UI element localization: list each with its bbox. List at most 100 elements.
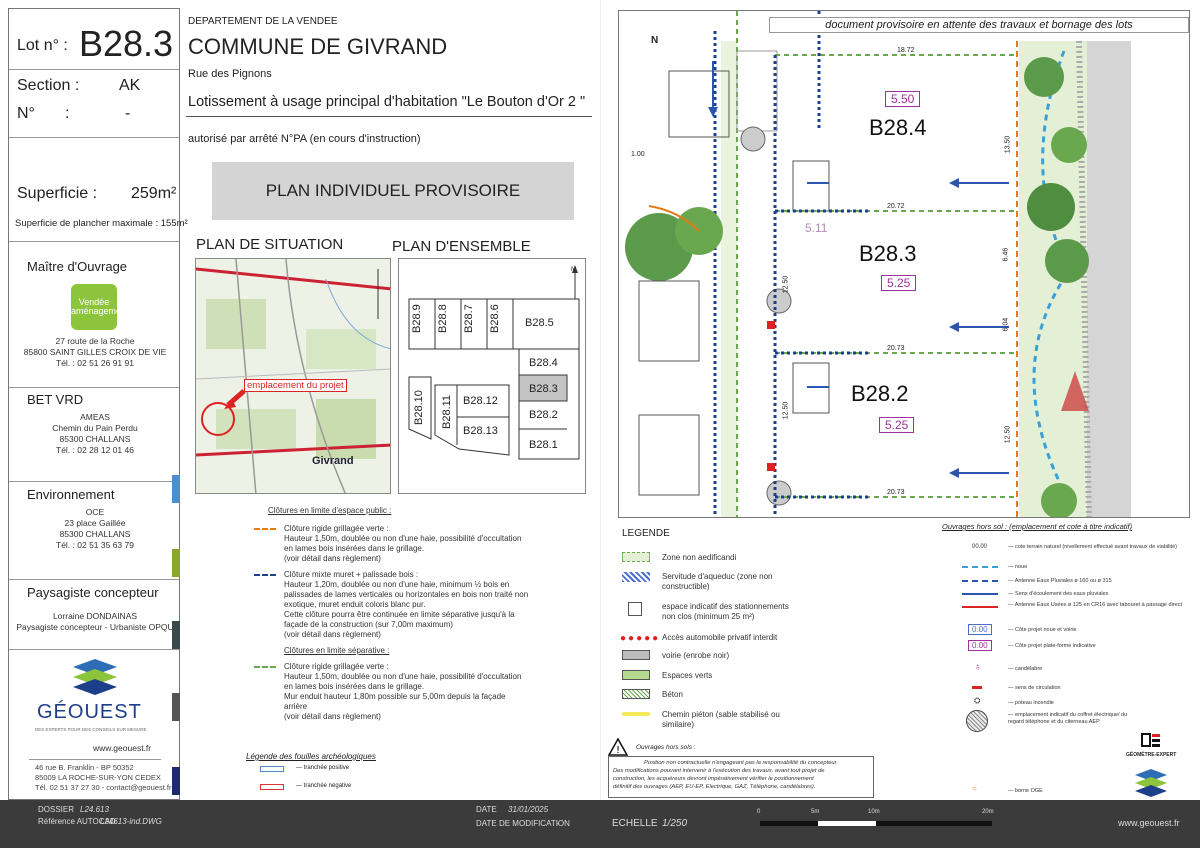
swatch-beton	[622, 689, 650, 699]
lot-b28-12: B28.12	[463, 395, 498, 407]
swatch-noue	[962, 566, 998, 568]
dim: 20.72	[887, 203, 905, 210]
coffret-icon	[966, 710, 988, 732]
lot-b28-3: B28.3	[529, 383, 558, 395]
ensemble-drawing	[408, 265, 580, 460]
ouvrage-eu: — Antenne Eaux Usées ø 125 en CR16 avec …	[1008, 602, 1182, 608]
bet-lines: AMEAS Chemin du Pain Perdu 85300 CHALLAN…	[52, 412, 138, 455]
geouest-name: GÉOUEST	[37, 701, 142, 723]
ensemble-north: N	[571, 267, 576, 273]
divider	[9, 387, 179, 388]
footer-url[interactable]: www.geouest.fr	[1118, 818, 1180, 828]
emplacement-label: emplacement du projet	[244, 379, 347, 392]
ouvrage-coffret: — emplacement indicatif du coffret élect…	[1008, 712, 1128, 725]
page-gutter	[600, 0, 616, 800]
cote-projet-noue: 0.00	[968, 624, 992, 635]
lot-b28-6: B28.6	[489, 304, 501, 333]
geouest-logo-icon	[73, 659, 117, 695]
fouilles-title: Légende des fouilles archéologiques	[246, 752, 376, 761]
divider	[9, 649, 179, 650]
dossier-value: L24.613	[80, 805, 109, 814]
sens-circulation-icon	[972, 686, 982, 689]
lotissement: Lotissement à usage principal d'habitati…	[188, 94, 586, 110]
lot-b28-3-num: 5.25	[881, 275, 917, 291]
candelabre-icon: ♁	[974, 662, 982, 673]
lot-b28-5: B28.5	[525, 317, 554, 329]
warning-icon: !	[608, 738, 628, 756]
divider	[9, 481, 179, 482]
divider	[9, 241, 179, 242]
legend-espaces-verts: Espaces verts	[662, 671, 713, 680]
situation-map: emplacement du projet Givrand	[195, 258, 391, 494]
ouvrage-borne: — borne OGE	[1008, 788, 1043, 794]
provisional-banner: document provisoire en attente des trava…	[769, 17, 1189, 33]
ouvrage-ecoulement: — Sens d'écoulement des eaux pluviales	[1008, 591, 1109, 597]
pay-lines: Lorraine DONDAINAS Paysagiste concepteur…	[16, 611, 174, 632]
maitre-address: 27 route de la Roche 85800 SAINT GILLES …	[23, 336, 167, 368]
lot-b28-4-label: B28.4	[869, 115, 927, 140]
swatch-espaces-verts	[622, 670, 650, 680]
dim: 12.50	[1004, 425, 1012, 444]
geouest-url[interactable]: www.geouest.fr	[93, 743, 152, 753]
color-tab	[172, 767, 180, 795]
pay-title: Paysagiste concepteur	[27, 585, 159, 600]
ouvrage-noue-voirie: — Côte projet noue et voirie	[1008, 627, 1077, 633]
section-value: AK	[119, 77, 141, 94]
echelle-label: ECHELLE	[612, 818, 658, 829]
lot-b28-4: B28.4	[529, 357, 558, 369]
clotures-legend: Clôtures en limite d'espace public : Clô…	[254, 506, 528, 722]
ouvrages-title: Ouvrages hors sol : (emplacement et cote…	[942, 522, 1133, 531]
divider	[29, 759, 161, 760]
divider	[9, 137, 179, 138]
lot-b28-3-label: B28.3	[859, 241, 917, 266]
legend-acces: Accès automobile privatif interdit	[662, 633, 778, 642]
ouvrage-ep: — Antenne Eaux Pluviales ø 160 ou ø 315	[1008, 578, 1112, 584]
ouvrage-noue: — noue	[1008, 564, 1028, 570]
plancher-text: Superficie de plancher maximale : 155m²	[15, 218, 188, 229]
legend-servitude: Servitude d'aqueduc (zone non constructi…	[662, 572, 773, 591]
geouest-small-logo-icon	[1135, 769, 1167, 797]
hors-sol-label: Ouvrages hors sols :	[636, 744, 696, 751]
legend-chemin: Chemin piéton (sable stabilisé ou simila…	[662, 710, 780, 729]
autorise: autorisé par arrêté N°PA (en cours d'ins…	[188, 133, 421, 145]
green-fence-swatch	[254, 666, 276, 668]
dim: 12.50	[782, 275, 790, 294]
rue: Rue des Pignons	[188, 68, 272, 80]
geouest-tagline: DES EXPERTS POUR DES CONSEILS SUR MESURE	[35, 727, 147, 732]
swatch-ecoulement	[962, 593, 998, 595]
autocad-value: L24613-ind.DWG	[100, 817, 162, 826]
color-tab	[172, 621, 180, 649]
dim: 20.73	[887, 345, 905, 352]
swatch-voirie	[622, 650, 650, 660]
footer-bar: DOSSIER L24.613 Référence AUTOCAD L24613…	[0, 800, 1200, 848]
lot-value: B28.3	[79, 23, 174, 64]
legende-title: LEGENDE	[622, 528, 670, 539]
dim: 12.50	[782, 401, 790, 420]
ouvrage-candelabre: — candélabre	[1008, 666, 1043, 672]
legend-parking: espace indicatif des stationnements non …	[662, 602, 789, 621]
vendee-logo: Vendée aménagement	[71, 284, 129, 330]
plan-north: N	[651, 35, 659, 46]
scale-tick-10: 10m	[868, 809, 880, 815]
swatch-eu	[962, 606, 998, 608]
section-label: Section :	[17, 77, 80, 94]
ge-logo-icon	[1141, 733, 1160, 747]
swatch-non-aedificandi	[622, 552, 650, 562]
tranchee-positive-swatch	[260, 766, 284, 772]
dim: 20.73	[887, 489, 905, 496]
color-tab	[172, 549, 180, 577]
lot-b28-1: B28.1	[529, 439, 558, 451]
env-title: Environnement	[27, 487, 115, 502]
lot-b28-9: B28.9	[411, 304, 423, 333]
env-lines: OCE 23 place Gaillée 85300 CHALLANS Tél.…	[56, 507, 134, 550]
superficie-value: 259m²	[131, 185, 177, 202]
sidebar: Lot n° : B28.3 Section : AK N° : - Super…	[8, 8, 188, 800]
lot-b28-2-num: 5.25	[879, 417, 915, 433]
legend-voirie: voirie (enrobe noir)	[662, 651, 730, 660]
lot-b28-11: B28.11	[441, 394, 453, 429]
lot-b28-8: B28.8	[437, 304, 449, 333]
swatch-chemin	[622, 712, 650, 716]
swatch-acces-interdit: ●●●●●	[620, 633, 661, 644]
map-drawing	[196, 259, 390, 493]
color-tab	[172, 693, 180, 721]
